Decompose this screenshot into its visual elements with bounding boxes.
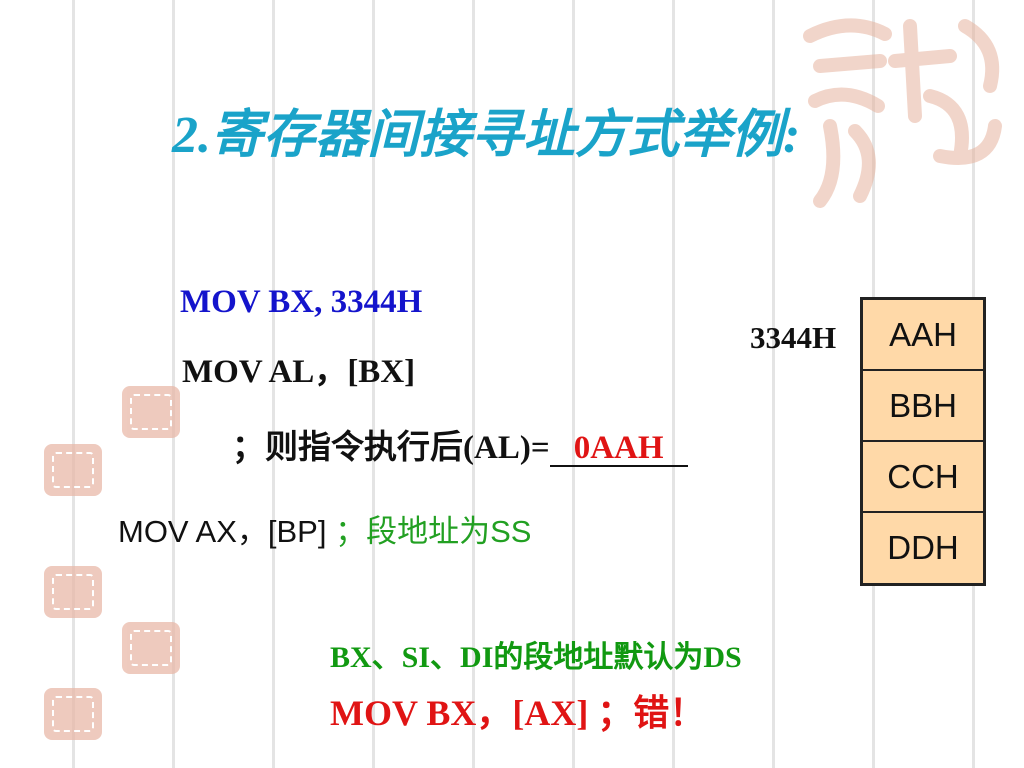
code-comment: ；段地址为SS [335, 514, 532, 549]
question-line: ；则指令执行后(AL)=0AAH [232, 420, 688, 468]
memory-address-label: 3344H [750, 320, 837, 355]
slide-title: 2.寄存器间接寻址方式举例: [172, 107, 801, 164]
memory-cell: BBH [863, 371, 983, 442]
memory-cell: AAH [863, 300, 983, 371]
code-line-mov-ax: MOV AX，[BP] ；段地址为SS [118, 506, 531, 551]
code-line-mov-al: MOV AL，[BX] [182, 354, 416, 390]
small-seal-decoration [122, 386, 180, 438]
memory-cell: DDH [887, 529, 959, 566]
question-text: ；则指令执行后(AL)= [232, 430, 550, 466]
code-text: MOV AX，[BP] [118, 514, 327, 549]
memory-table: AAH BBH CCH DDH [860, 297, 986, 586]
note-default-segment: BX、SI、DI的段地址默认为DS [330, 641, 742, 674]
small-seal-decoration [122, 622, 180, 674]
memory-cell: CCH [863, 442, 983, 513]
answer-blank: 0AAH [549, 431, 688, 467]
code-line-mov-bx: MOV BX, 3344H [180, 284, 423, 320]
error-example: MOV BX，[AX] ；错！ [330, 693, 706, 733]
small-seal-decoration [44, 444, 102, 496]
small-seal-decoration [44, 688, 102, 740]
small-seal-decoration [44, 566, 102, 618]
auspicious-seal-watermark [803, 18, 1002, 208]
